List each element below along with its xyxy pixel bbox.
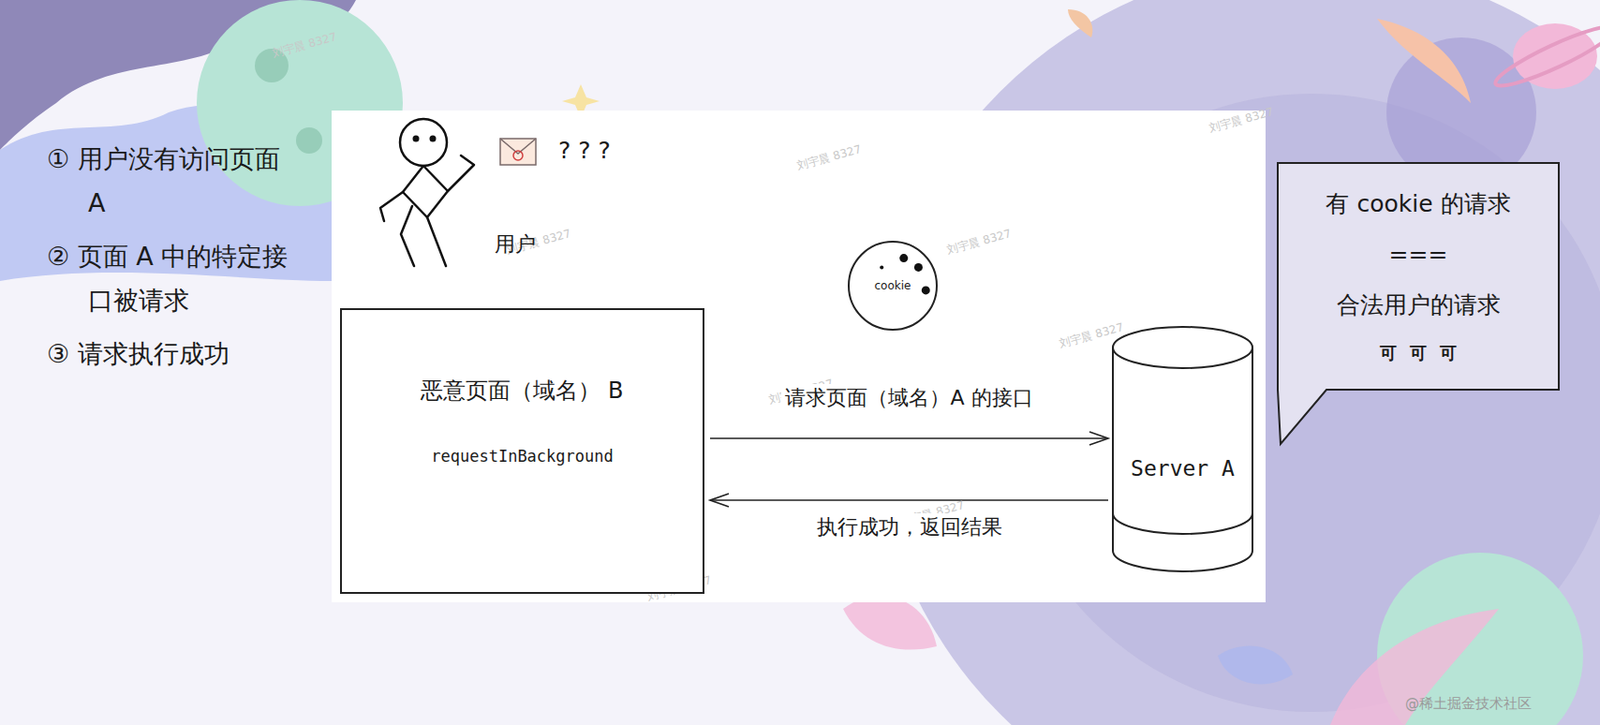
box-title: 恶意页面（域名） B — [420, 375, 623, 406]
response-arrow — [710, 493, 1109, 507]
bubble-text: 有 cookie 的请求 — [1325, 188, 1511, 220]
speech-bubble: 有 cookie 的请求 === 合法用户的请求可可可 — [1277, 162, 1559, 390]
source-watermark: @稀土掘金技术社区 — [1405, 695, 1532, 713]
malicious-page-box: 恶意页面（域名） B requestInBackground — [340, 308, 705, 594]
request-arrow — [710, 431, 1109, 445]
server-name: Server A — [1130, 456, 1235, 481]
user-label: 用户 — [494, 230, 536, 259]
edge-label: 执行成功，返回结果 — [813, 513, 1007, 542]
edge-label: 请求页面（域名）A 的接口 — [781, 384, 1037, 413]
server-cylinder-outline — [1111, 326, 1254, 572]
circled-chars: 可可可 — [1366, 341, 1470, 365]
question-marks: ? ? ? — [558, 136, 611, 164]
cookie-circle: cookie — [846, 239, 939, 332]
bubble-text: 合法用户的请求 — [1336, 289, 1501, 321]
cookie-text: cookie — [874, 279, 912, 293]
code-text: requestInBackground — [430, 446, 613, 466]
step-text: ② 页面 A 中的特定接口被请求 — [46, 234, 300, 324]
step-text: ③ 请求执行成功 — [46, 331, 300, 376]
server-cylinder: Server A — [1111, 326, 1254, 572]
bubble-text: === — [1389, 240, 1449, 268]
step-text: ① 用户没有访问页面 A — [46, 136, 300, 226]
